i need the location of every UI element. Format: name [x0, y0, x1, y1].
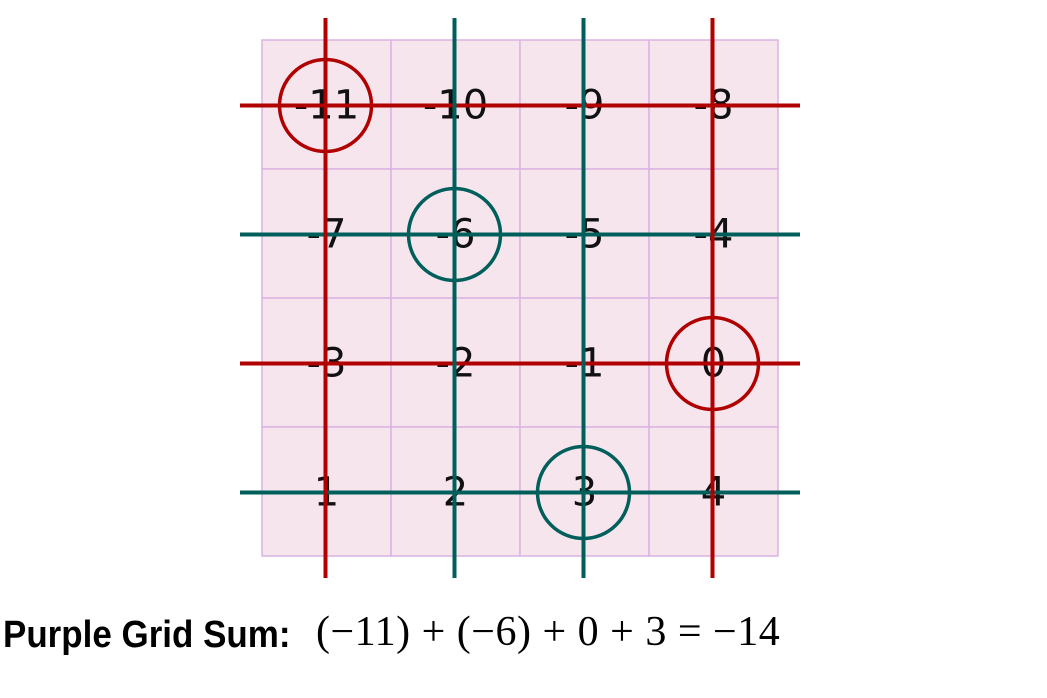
- teal-circle-marker: [406, 186, 503, 283]
- caption-label: Purple Grid Sum:: [3, 614, 291, 656]
- selection-circles: [277, 57, 761, 541]
- sum-caption: Purple Grid Sum: (−11) + (−6) + 0 + 3 = …: [3, 609, 780, 657]
- caption-equation: (−11) + (−6) + 0 + 3 = −14: [316, 609, 781, 655]
- red-circle-marker: [277, 57, 374, 154]
- red-circle-marker: [664, 315, 761, 412]
- teal-circle-marker: [535, 444, 632, 541]
- vertical-lines: [323, 18, 715, 578]
- grid-diagram: -11-10-9-8-7-6-5-4-3-2-101234: [240, 18, 800, 578]
- horizontal-lines: [240, 103, 800, 495]
